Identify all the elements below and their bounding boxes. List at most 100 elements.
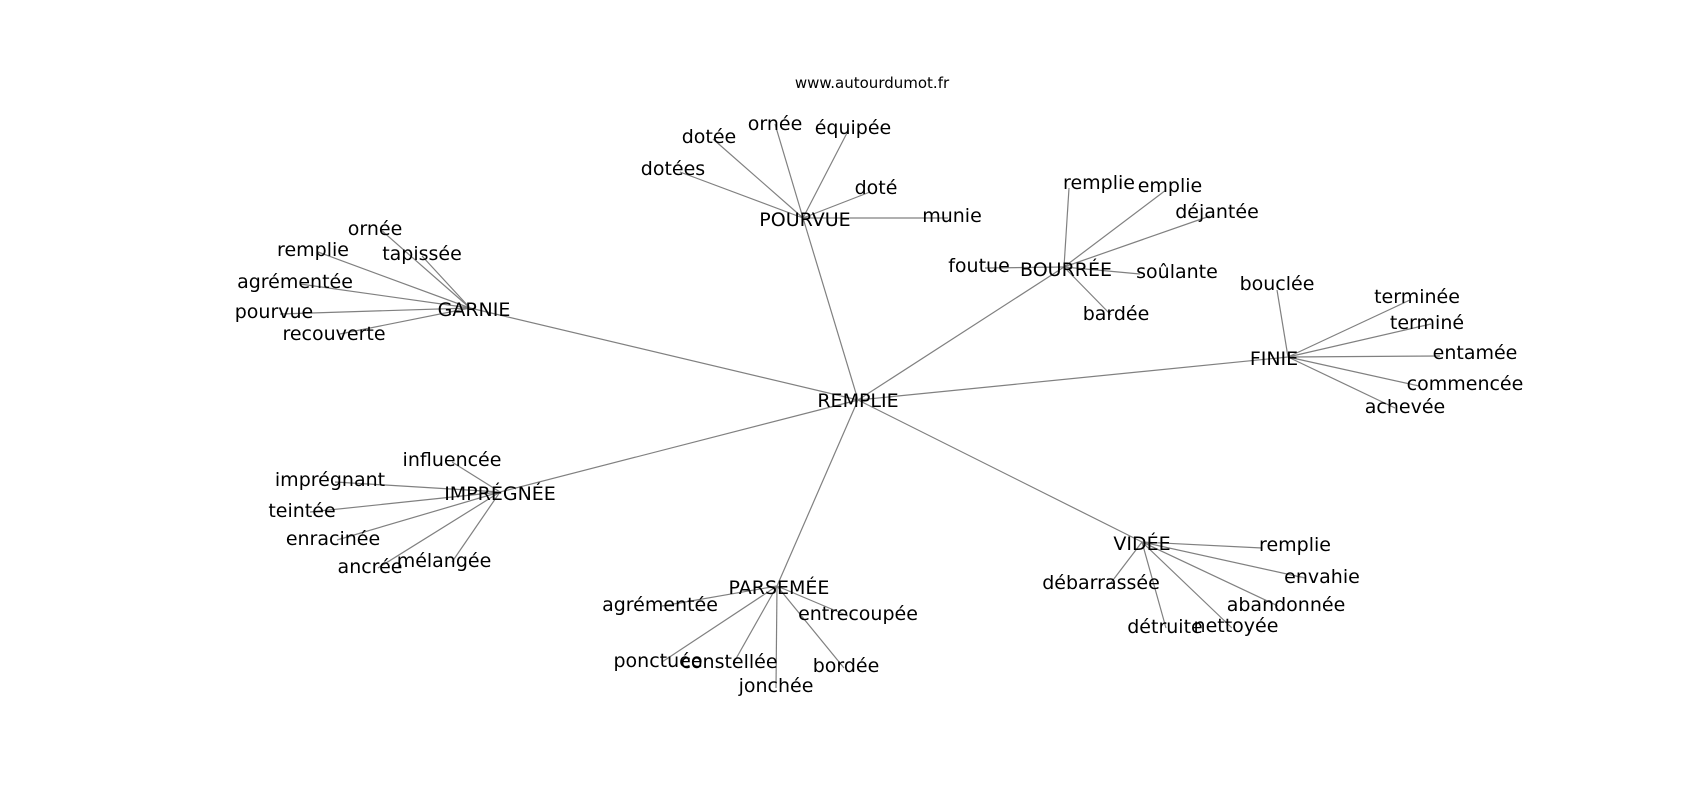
edge-hub-to-word bbox=[336, 491, 501, 541]
edge-hub-to-word bbox=[279, 307, 471, 315]
word-node[interactable]: terminé bbox=[1390, 312, 1464, 334]
word-node[interactable]: agrémentée bbox=[237, 271, 353, 293]
word-node[interactable]: abandonnée bbox=[1227, 594, 1346, 616]
edge-hub-to-word bbox=[380, 229, 471, 309]
edge-hub-to-word bbox=[1287, 355, 1441, 358]
edge-center-to-hub bbox=[776, 399, 859, 587]
edge-hub-to-word bbox=[1287, 356, 1420, 387]
edge-hub-to-word bbox=[1063, 189, 1167, 268]
edge-hub-to-word bbox=[776, 585, 849, 617]
word-node[interactable]: munie bbox=[922, 205, 982, 227]
word-node[interactable]: doté bbox=[855, 177, 898, 199]
edge-center-to-hub bbox=[857, 356, 1289, 401]
word-node[interactable]: commencée bbox=[1407, 373, 1524, 395]
word-node[interactable]: mélangée bbox=[397, 550, 492, 572]
word-node[interactable]: jonchée bbox=[738, 675, 814, 697]
edge-center-to-hub bbox=[802, 217, 859, 401]
edge-hub-to-word bbox=[661, 585, 778, 663]
word-node[interactable]: détruite bbox=[1127, 616, 1202, 638]
edge-hub-to-word bbox=[984, 266, 1065, 269]
edge-hub-to-word bbox=[802, 130, 849, 219]
edge-hub-to-word bbox=[732, 585, 778, 665]
word-node[interactable]: recouverte bbox=[282, 323, 385, 345]
word-node[interactable]: équipée bbox=[815, 117, 892, 139]
edge-hub-to-word bbox=[1063, 266, 1112, 316]
word-node[interactable]: agrémentée bbox=[602, 594, 718, 616]
edge-hub-to-word bbox=[1287, 299, 1411, 358]
word-node[interactable]: entamée bbox=[1433, 342, 1518, 364]
edge-hub-to-word bbox=[339, 307, 471, 335]
edge-hub-to-word bbox=[421, 255, 471, 309]
edges-layer bbox=[279, 123, 1441, 689]
word-node[interactable]: bordée bbox=[813, 655, 880, 677]
word-node[interactable]: emplie bbox=[1138, 175, 1203, 197]
labels-layer: REMPLIE POURVUE dotée ornée équipée dotées dot… bbox=[235, 113, 1524, 697]
word-node[interactable]: enracinée bbox=[286, 528, 380, 550]
word-node[interactable]: terminée bbox=[1374, 286, 1460, 308]
word-node[interactable]: nettoyée bbox=[1194, 615, 1279, 637]
edge-hub-to-word bbox=[377, 491, 501, 569]
edge-hub-to-word bbox=[679, 171, 804, 219]
word-node[interactable]: bouclée bbox=[1240, 273, 1315, 295]
hub-node[interactable]: PARSEMÉE bbox=[729, 576, 830, 599]
edge-hub-to-word bbox=[775, 585, 778, 689]
word-node[interactable]: pourvue bbox=[235, 301, 314, 323]
hub-node[interactable]: BOURRÉE bbox=[1020, 258, 1112, 281]
edge-hub-to-word bbox=[661, 585, 778, 607]
edge-hub-to-word bbox=[774, 123, 804, 219]
hub-node[interactable]: IMPRÉGNÉE bbox=[444, 482, 556, 505]
edge-hub-to-word bbox=[1063, 215, 1211, 268]
word-node[interactable]: ancrée bbox=[338, 556, 403, 578]
edge-hub-to-word bbox=[1141, 541, 1279, 607]
word-node[interactable]: tapissée bbox=[382, 243, 462, 265]
site-watermark: www.autourdumot.fr bbox=[795, 74, 950, 92]
edge-hub-to-word bbox=[451, 491, 501, 563]
hub-node[interactable]: VIDÉE bbox=[1113, 532, 1170, 555]
word-node[interactable]: bardée bbox=[1083, 303, 1150, 325]
edge-hub-to-word bbox=[1141, 541, 1306, 579]
word-node[interactable]: ornée bbox=[348, 218, 403, 240]
edge-hub-to-word bbox=[1141, 541, 1263, 549]
word-node[interactable]: remplie bbox=[277, 239, 349, 261]
word-node[interactable]: remplie bbox=[1259, 534, 1331, 556]
word-node[interactable]: ponctuée bbox=[613, 650, 702, 672]
word-node[interactable]: soûlante bbox=[1136, 261, 1218, 283]
word-node[interactable]: entrecoupée bbox=[798, 603, 918, 625]
edge-center-to-hub bbox=[857, 266, 1065, 401]
word-node[interactable]: débarrassée bbox=[1042, 572, 1160, 594]
edge-center-to-hub bbox=[499, 399, 859, 493]
center-node[interactable]: REMPLIE bbox=[817, 390, 898, 412]
edge-hub-to-word bbox=[1276, 289, 1289, 358]
edge-center-to-hub bbox=[857, 399, 1143, 543]
edge-hub-to-word bbox=[712, 138, 804, 219]
hub-node[interactable]: FINIE bbox=[1250, 348, 1298, 370]
hub-node[interactable]: GARNIE bbox=[438, 299, 511, 321]
word-node[interactable]: envahie bbox=[1284, 566, 1360, 588]
edge-hub-to-word bbox=[309, 491, 501, 513]
edge-hub-to-word bbox=[802, 191, 871, 219]
edge-hub-to-word bbox=[1141, 541, 1167, 629]
word-node[interactable]: constellée bbox=[680, 651, 777, 673]
word-node[interactable]: déjantée bbox=[1175, 201, 1259, 223]
word-node[interactable]: teintée bbox=[268, 500, 335, 522]
edge-hub-to-word bbox=[1141, 541, 1233, 629]
edge-hub-to-word bbox=[299, 283, 471, 309]
edge-hub-to-word bbox=[1287, 323, 1432, 358]
word-node[interactable]: dotée bbox=[682, 126, 737, 148]
word-node[interactable]: influencée bbox=[403, 449, 502, 471]
edge-hub-to-word bbox=[451, 461, 501, 493]
edge-hub-to-word bbox=[1109, 541, 1143, 585]
word-node[interactable]: imprégnant bbox=[275, 469, 385, 491]
word-node[interactable]: achevée bbox=[1365, 396, 1445, 418]
word-node[interactable]: remplie bbox=[1063, 172, 1135, 194]
word-node[interactable]: foutue bbox=[948, 255, 1010, 277]
edge-hub-to-word bbox=[776, 585, 845, 669]
word-node[interactable]: dotées bbox=[641, 158, 705, 180]
word-node[interactable]: ornée bbox=[748, 113, 803, 135]
edge-hub-to-word bbox=[1063, 187, 1070, 268]
edge-hub-to-word bbox=[334, 481, 501, 493]
edge-hub-to-word bbox=[1287, 356, 1396, 409]
hub-node[interactable]: POURVUE bbox=[759, 209, 850, 231]
edge-hub-to-word bbox=[1063, 266, 1141, 275]
